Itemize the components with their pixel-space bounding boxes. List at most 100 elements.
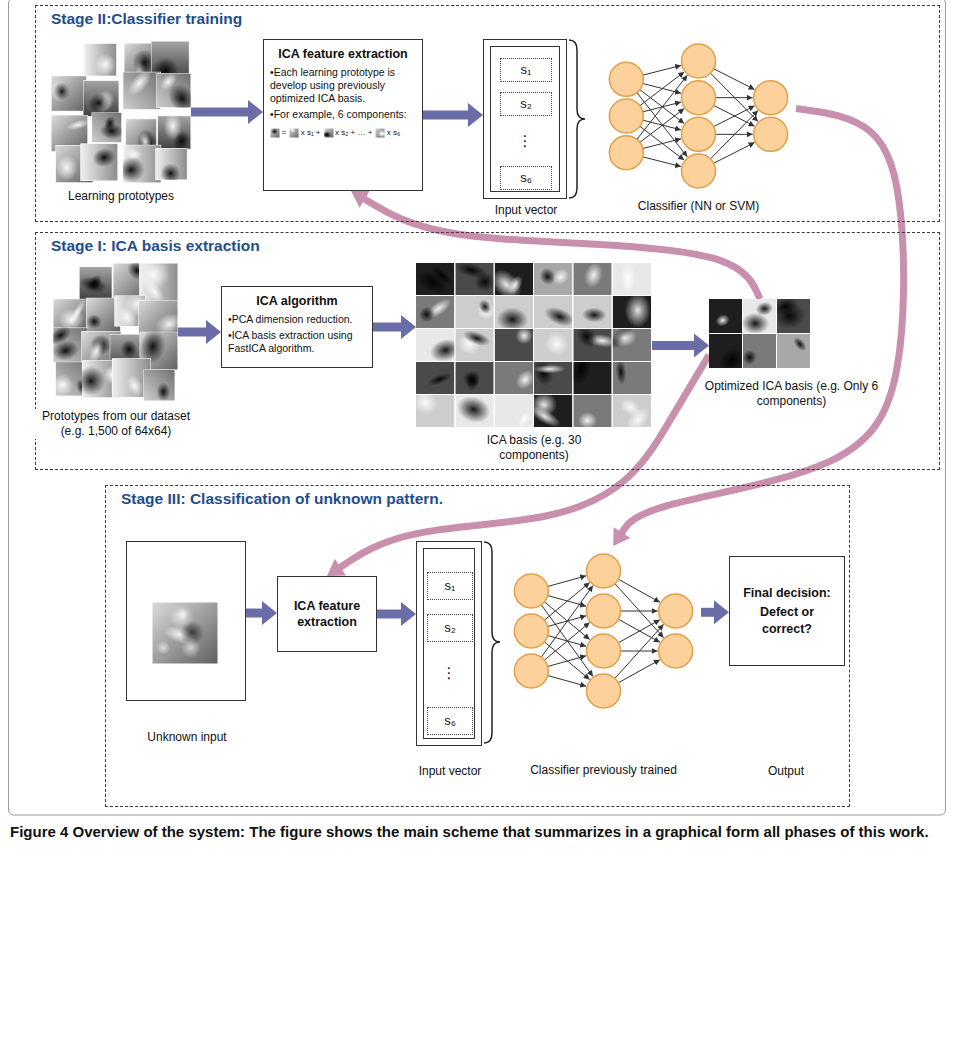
neuron [682, 44, 716, 78]
collage-art [53, 263, 178, 401]
neuron [754, 117, 788, 151]
tile-blob [91, 50, 120, 79]
basis-grid: Optimized ICA basis (e.g. Only 6 compone… [709, 299, 811, 369]
neuron [587, 594, 621, 628]
input-image-box: Unknown input [126, 541, 246, 701]
image-tile [80, 143, 118, 181]
equation-term-group: x s₆ [375, 127, 400, 138]
basis-thumbnail [375, 128, 385, 138]
component-label: s₁ [521, 62, 532, 78]
network-link [714, 106, 755, 127]
image-blob [181, 638, 201, 658]
image-tile [83, 80, 119, 117]
image-tile [375, 128, 385, 138]
tile-blob [124, 66, 156, 100]
basis-art [709, 299, 811, 369]
equation-term: x s₆ [387, 127, 400, 138]
arrow-shaft [340, 355, 709, 568]
image-tile [777, 334, 810, 368]
network-link [714, 142, 755, 163]
collage-art [51, 41, 191, 183]
neuron [659, 594, 693, 628]
arrow-head [327, 559, 346, 576]
network-link [548, 676, 586, 687]
tile-blob [378, 128, 385, 138]
image-tile [495, 324, 536, 361]
tile-blob [271, 128, 279, 135]
arrow-shaft [373, 323, 402, 332]
box-title: ICA feature extraction [270, 47, 416, 63]
network-link [618, 620, 660, 643]
image-collage: Learning prototypes [51, 41, 191, 183]
image-tile [770, 294, 810, 333]
stage-heading: Stage II:Classifier training [48, 9, 245, 29]
unknown-art [127, 542, 247, 702]
tile-blob [131, 252, 176, 297]
tile-blob [416, 304, 438, 326]
network-link [548, 576, 586, 587]
network-link [548, 656, 586, 667]
process-box: ICA algorithm•PCA dimension reduction.•I… [221, 286, 373, 368]
image-tile [144, 369, 176, 401]
figure-label: Unknown input [117, 730, 257, 745]
network-link [640, 109, 684, 143]
neuron [659, 634, 693, 668]
image-tile [270, 128, 280, 138]
arrow-head [714, 600, 729, 624]
tile-ground [534, 263, 572, 295]
component-label: s₁ [445, 578, 456, 594]
image-tile [455, 362, 493, 394]
stage-panel: Stage III: Classification of unknown pat… [105, 485, 850, 807]
network-link [643, 157, 681, 167]
process-box: ICA feature extraction [277, 576, 377, 652]
input-vector: Input vectors₁s₂s₆⋮ [483, 39, 567, 199]
stage-panel: Stage I: ICA basis extractionPrototypes … [35, 232, 940, 470]
image-tile [408, 385, 454, 427]
image-tile [92, 112, 125, 142]
image-tile [613, 287, 651, 328]
arrow-head [401, 602, 416, 626]
figure-label: Learning prototypes [41, 189, 201, 204]
image-tile [416, 362, 454, 394]
image-tile [567, 349, 612, 394]
neuron [514, 614, 548, 648]
tile-blob [791, 335, 809, 354]
bullet-text: •Each learning prototype is develop usin… [270, 66, 416, 105]
tile-ground [455, 296, 493, 328]
tile-blob [46, 322, 74, 348]
tile-blob [324, 131, 332, 138]
image-tile [534, 263, 573, 295]
neuron [682, 117, 716, 151]
vector-component: s₁ [500, 58, 552, 82]
tile-blob [741, 348, 758, 366]
basis-grid: ICA basis (e.g. 30 components) [416, 263, 652, 428]
image-tile [452, 259, 495, 295]
tile-blob [620, 263, 635, 294]
image-tile [454, 328, 493, 361]
image-tile [741, 334, 776, 368]
tile-blob [157, 70, 180, 94]
tile-ground [80, 143, 118, 181]
image-tile [455, 296, 498, 328]
tile-blob [156, 159, 184, 187]
neuron [682, 154, 716, 188]
network-link [544, 623, 589, 661]
tile-blob [578, 412, 597, 429]
bullet-text: •PCA dimension reduction. [228, 313, 366, 326]
network-art [601, 41, 796, 191]
tile-blob [289, 128, 297, 135]
arrow-head [401, 315, 416, 339]
tile-blob [515, 408, 533, 429]
tile-blob [426, 371, 453, 389]
curved-arrow [613, 109, 903, 547]
tile-blob [549, 265, 572, 288]
basis-thumbnail [289, 128, 299, 138]
network-link [643, 139, 681, 149]
tile-ground [709, 299, 742, 333]
image-tile [572, 322, 618, 361]
image-blob [177, 608, 189, 620]
component-label: s₂ [520, 96, 532, 112]
network-link [714, 105, 755, 126]
neural-network: Classifier (NN or SVM) [601, 41, 796, 191]
